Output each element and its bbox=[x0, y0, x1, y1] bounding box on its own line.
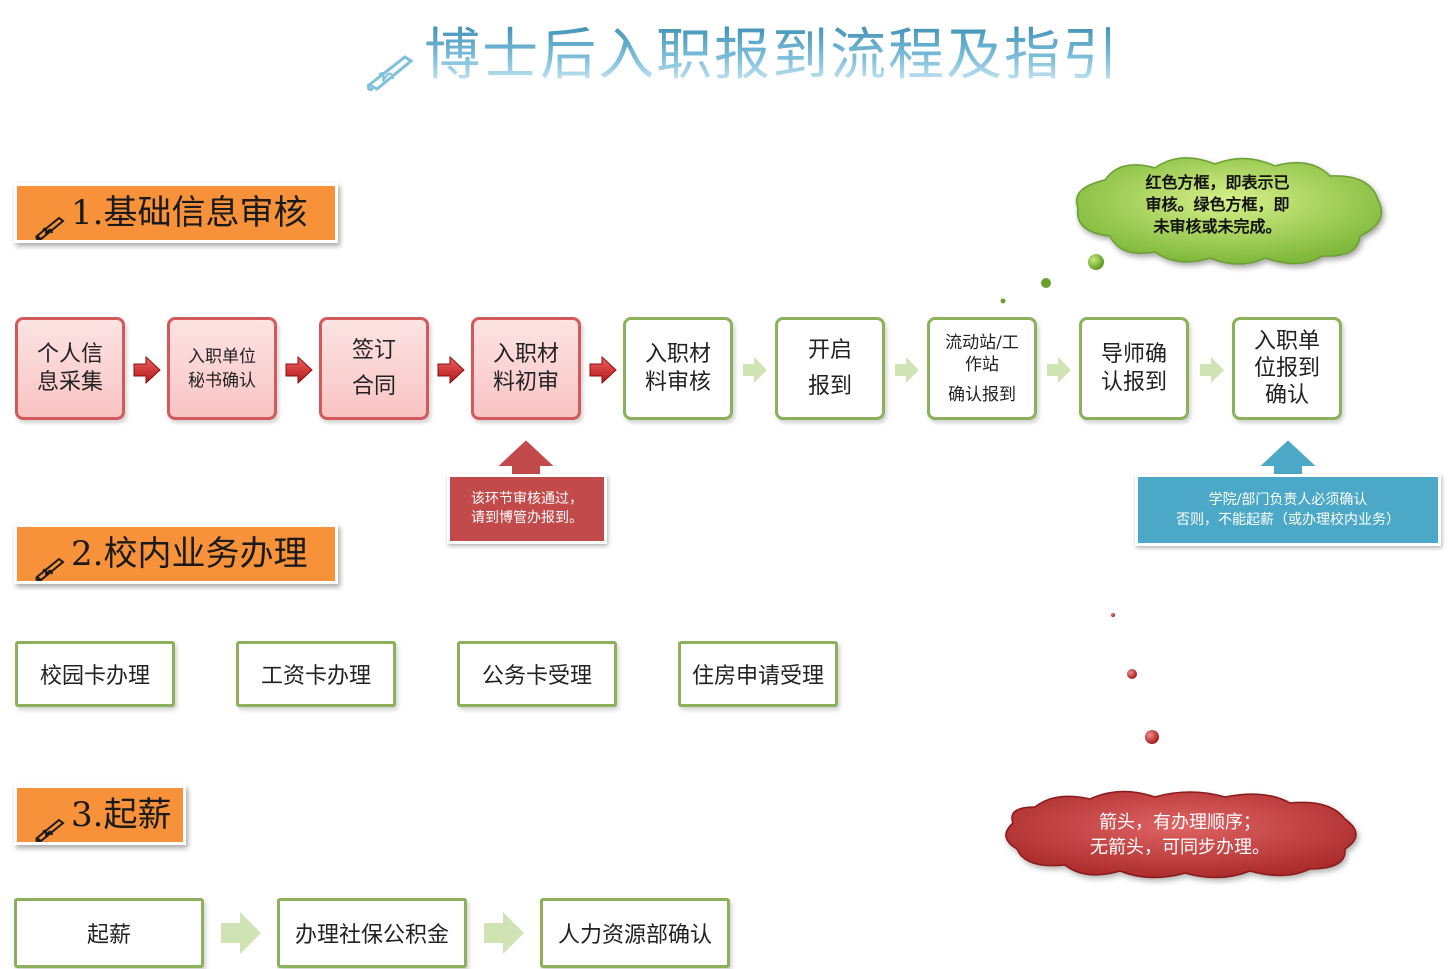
blue-note: 学院/部门负责人必须确认否则，不能起薪（或办理校内业务） bbox=[1135, 474, 1441, 546]
step-text: 入职单位 bbox=[188, 346, 256, 367]
step-text: 息采集 bbox=[36, 369, 103, 395]
red-arrow-icon bbox=[285, 356, 313, 384]
step-text: 认报到 bbox=[1100, 369, 1167, 395]
flow1-step-5: 入职材料审核 bbox=[623, 317, 733, 420]
green-arrow-icon bbox=[1047, 357, 1071, 383]
pen-writing-icon bbox=[365, 45, 419, 95]
title-text: 博士后入职报到流程及指引 bbox=[424, 23, 1121, 88]
pen-writing-icon bbox=[35, 543, 67, 582]
step-text: 入职单 bbox=[1253, 329, 1320, 354]
flow1-step-7: 流动站/工作站确认报到 bbox=[927, 317, 1037, 420]
step-text: 合同 bbox=[351, 373, 396, 399]
red-note: 该环节审核通过， 请到博管办报到。 bbox=[447, 474, 607, 544]
green-arrow-icon bbox=[895, 357, 919, 383]
section-3-label: 3.起薪 bbox=[71, 795, 172, 835]
item-text: 人力资源部确认 bbox=[557, 923, 712, 948]
flow1-step-8: 导师确认报到 bbox=[1079, 317, 1189, 420]
section-1-header: 1.基础信息审核 bbox=[14, 183, 338, 243]
step-text: 入职材 bbox=[492, 341, 559, 367]
step-text: 导师确 bbox=[1100, 341, 1167, 367]
red-cloud-dots bbox=[1111, 613, 1159, 744]
note-text: 请到博管办报到。 bbox=[471, 510, 583, 526]
pen-writing-icon bbox=[35, 202, 67, 241]
legend-cloud-dot bbox=[1041, 278, 1051, 288]
cloud-line-1: 箭头，有办理顺序； bbox=[1099, 812, 1261, 833]
flow1-step-2: 入职单位秘书确认 bbox=[167, 317, 277, 420]
legend-cloud-dot-small bbox=[1000, 298, 1006, 304]
arrow-note-cloud bbox=[1005, 790, 1357, 879]
step-text: 开启 bbox=[807, 337, 852, 363]
flow3-item-1: 起薪 bbox=[14, 898, 204, 968]
red-arrow-icon bbox=[437, 356, 465, 384]
step-text: 料初审 bbox=[492, 369, 559, 395]
green-arrow-icon bbox=[743, 357, 767, 383]
item-text: 工资卡办理 bbox=[260, 664, 371, 689]
item-text: 公务卡受理 bbox=[481, 664, 592, 689]
item-text: 起薪 bbox=[86, 923, 131, 948]
flow3-item-3: 人力资源部确认 bbox=[540, 898, 730, 968]
section-1-label: 1.基础信息审核 bbox=[71, 193, 308, 233]
up-arrow-blue-icon bbox=[1255, 437, 1321, 477]
legend-cloud-text: 红色方框，即表示已 审核。绿色方框，即 未审核或未完成。 bbox=[1105, 172, 1330, 238]
step-text: 确认报到 bbox=[947, 384, 1016, 405]
flow1-step-3: 签订合同 bbox=[319, 317, 429, 420]
flow2-item-1: 校园卡办理 bbox=[15, 641, 175, 707]
flow1-step-9: 入职单位报到确认 bbox=[1232, 317, 1342, 420]
up-arrow-red-icon bbox=[493, 437, 559, 477]
legend-line-2: 审核。绿色方框，即 bbox=[1145, 195, 1290, 214]
note-text: 学院/部门负责人必须确认 bbox=[1208, 492, 1368, 508]
item-text: 办理社保公积金 bbox=[294, 923, 449, 948]
green-arrow-icon bbox=[484, 912, 524, 954]
section-2-header: 2.校内业务办理 bbox=[14, 524, 338, 584]
step-text: 入职材 bbox=[644, 341, 711, 367]
step-text: 作站 bbox=[964, 354, 999, 375]
step-text: 流动站/工 bbox=[945, 332, 1019, 353]
flow3-item-2: 办理社保公积金 bbox=[277, 898, 467, 968]
section-3-header: 3.起薪 bbox=[14, 785, 186, 845]
flow2-item-3: 公务卡受理 bbox=[457, 641, 617, 707]
legend-cloud bbox=[1075, 157, 1383, 270]
arrow-note-cloud-text: 箭头，有办理顺序； 无箭头，可同步办理。 bbox=[1030, 810, 1330, 860]
item-text: 校园卡办理 bbox=[39, 664, 150, 689]
step-text: 报到 bbox=[807, 373, 852, 399]
flow1-step-6: 开启报到 bbox=[775, 317, 885, 420]
section-2-label: 2.校内业务办理 bbox=[71, 534, 308, 574]
legend-line-1: 红色方框，即表示已 bbox=[1145, 173, 1290, 192]
legend-line-3: 未审核或未完成。 bbox=[1153, 217, 1282, 236]
step-text: 秘书确认 bbox=[188, 370, 256, 391]
red-arrow-icon bbox=[589, 356, 617, 384]
step-text: 料审核 bbox=[644, 369, 711, 395]
step-text: 个人信 bbox=[36, 341, 103, 367]
note-text: 否则，不能起薪（或办理校内业务） bbox=[1176, 512, 1400, 528]
green-arrow-icon bbox=[1200, 357, 1224, 383]
item-text: 住房申请受理 bbox=[691, 664, 824, 689]
step-text: 签订 bbox=[351, 337, 396, 363]
flow1-step-1: 个人信息采集 bbox=[15, 317, 125, 420]
note-text: 该环节审核通过， bbox=[471, 491, 583, 507]
flow2-item-2: 工资卡办理 bbox=[236, 641, 396, 707]
step-text: 位报到 bbox=[1253, 356, 1320, 381]
page-title: 博士后入职报到流程及指引 bbox=[365, 10, 1125, 91]
flow1-step-4: 入职材料初审 bbox=[471, 317, 581, 420]
red-arrow-icon bbox=[133, 356, 161, 384]
flow2-item-4: 住房申请受理 bbox=[678, 641, 838, 707]
green-arrow-icon bbox=[221, 912, 261, 954]
pen-writing-icon bbox=[35, 804, 67, 843]
step-text: 确认 bbox=[1264, 383, 1309, 408]
cloud-line-2: 无箭头，可同步办理。 bbox=[1090, 837, 1270, 858]
